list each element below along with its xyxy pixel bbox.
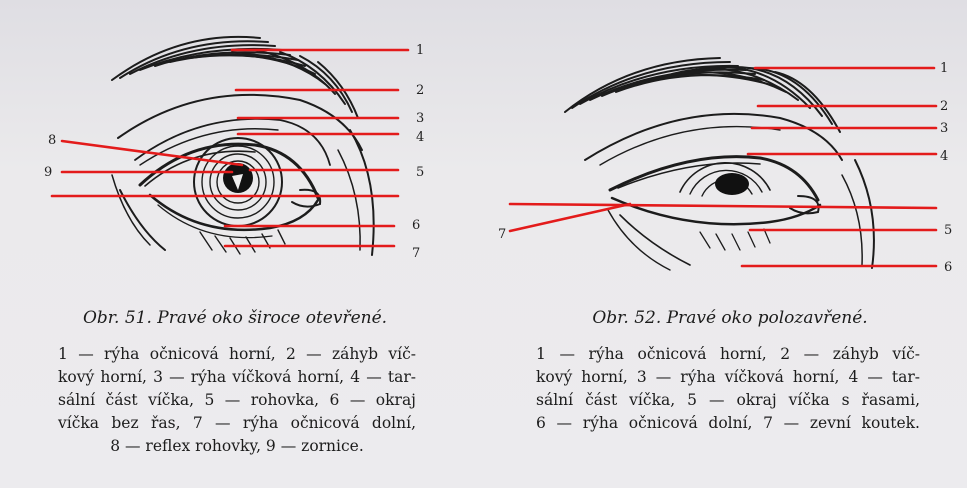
legend-line: kový horní, 3 — rýha víčková horní, 4 — …	[536, 368, 920, 386]
legend-line: sální část víčka, 5 — okraj víčka s řasa…	[536, 391, 920, 409]
leader-line-lash	[508, 202, 938, 210]
figure-51-caption: Obr. 51. Pravé oko široce otevřené.	[82, 308, 388, 328]
figure-52-caption: Obr. 52. Pravé oko polozavřené.	[592, 308, 868, 328]
legend-line: 1 — rýha očnicová horní, 2 — záhyb víč-	[536, 345, 920, 363]
label-4: 4	[416, 130, 425, 145]
legend-line: víčka bez řas, 7 — rýha očnicová dolní,	[58, 414, 416, 432]
label-3: 3	[940, 121, 949, 136]
legend-line: 1 — rýha očnicová horní, 2 — záhyb víč-	[58, 345, 416, 363]
label-8: 8	[48, 133, 57, 148]
pupil	[715, 173, 749, 195]
label-1: 1	[416, 43, 425, 58]
eye-illustration-half-closed	[508, 57, 938, 271]
label-6: 6	[412, 218, 421, 233]
figure-51-legend: 1 — rýha očnicová horní, 2 — záhyb víč- …	[58, 343, 416, 458]
label-9: 9	[44, 165, 53, 180]
label-3: 3	[416, 111, 425, 126]
label-2: 2	[940, 99, 949, 114]
leader-line-7	[508, 202, 632, 233]
figure-51: 1 2 3 4 5 6 7 8 9	[0, 0, 480, 270]
leader-lines	[50, 48, 410, 248]
label-7: 7	[412, 246, 421, 261]
corneal-reflex	[232, 174, 243, 190]
eye-illustration-open	[50, 35, 410, 256]
figure-52: 1 2 3 4 5 6 7	[480, 0, 967, 290]
label-1: 1	[940, 61, 949, 76]
legend-line: kový horní, 3 — rýha víčková horní, 4 — …	[58, 368, 416, 386]
label-5: 5	[944, 223, 953, 238]
label-2: 2	[416, 83, 425, 98]
legend-line: 6 — rýha očnicová dolní, 7 — zevní koute…	[536, 414, 920, 432]
label-4: 4	[940, 149, 949, 164]
label-6: 6	[944, 260, 953, 275]
label-5: 5	[416, 165, 425, 180]
figure-52-legend: 1 — rýha očnicová horní, 2 — záhyb víč- …	[536, 343, 920, 435]
leader-line-8	[60, 139, 244, 167]
leader-lines	[508, 66, 938, 268]
legend-line: 8 — reflex rohovky, 9 — zornice.	[110, 437, 364, 455]
legend-line: sální část víčka, 5 — rohovka, 6 — okraj	[58, 391, 416, 409]
label-7: 7	[498, 227, 507, 242]
